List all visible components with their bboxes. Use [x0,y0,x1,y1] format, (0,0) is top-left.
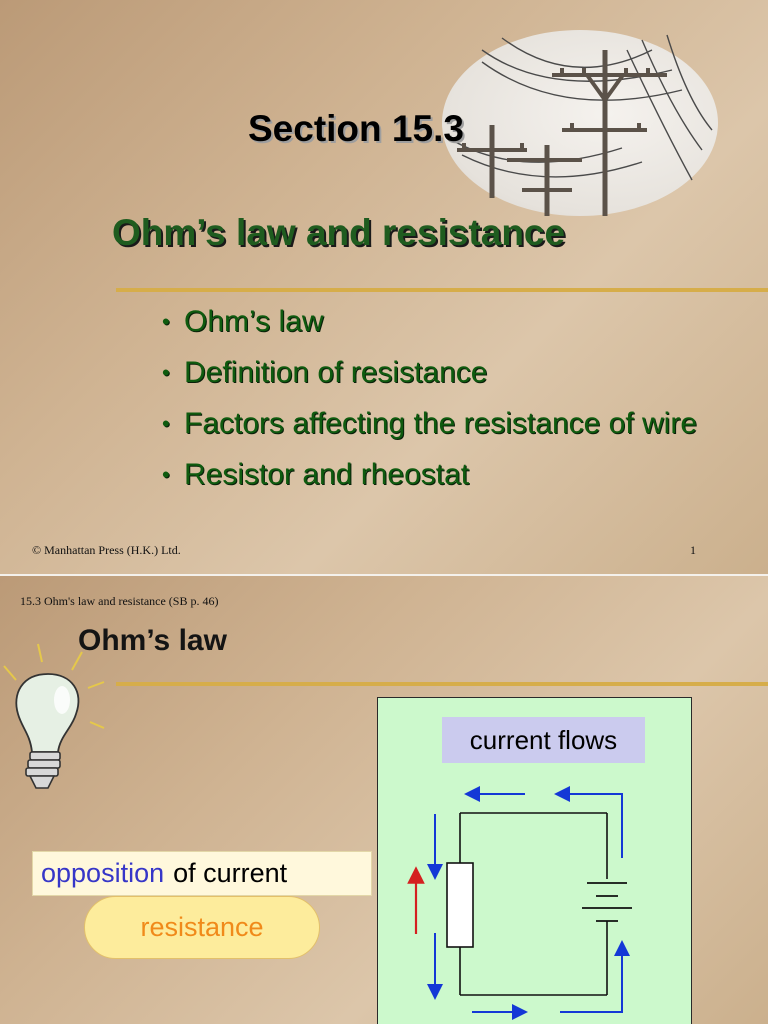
resistor-symbol [446,862,474,948]
list-item: • Definition of resistance [160,353,740,393]
list-item: • Ohm’s law [160,302,740,342]
section-title: Section 15.3 [248,108,464,149]
bullet-icon: • [162,309,170,334]
bullet-icon: • [162,411,170,436]
divider-rule [116,682,768,686]
topic-list: • Ohm’s law • Definition of resistance •… [160,302,740,506]
breadcrumb: 15.3 Ohm's law and resistance (SB p. 46) [20,594,219,608]
opposition-rest: of current [173,858,288,888]
opposition-highlight: opposition [41,858,165,888]
list-item: • Resistor and rheostat [160,455,740,495]
copyright-text: © Manhattan Press (H.K.) Ltd. [32,543,181,557]
page-number: 1 [690,543,696,557]
slide-2: 15.3 Ohm's law and resistance (SB p. 46)… [0,576,768,1024]
power-lines-background [442,30,718,216]
light-bulb-icon [3,643,105,789]
list-item: • Factors affecting the resistance of wi… [160,404,740,444]
list-item-text: Resistor and rheostat [184,458,470,491]
circuit-diagram-icon [407,786,632,1020]
slide-heading: Ohm’s law and resistance [112,212,566,253]
list-item-text: Definition of resistance [184,356,488,389]
bullet-icon: • [162,360,170,385]
list-item-text: Ohm’s law [184,305,324,338]
current-flows-label: current flows [442,717,645,763]
slide-1: Section 15.3 Ohm’s law and resistance • … [0,0,768,574]
opposition-of-current-box: opposition of current [32,851,372,896]
resistance-badge: resistance [84,896,320,959]
divider-rule [116,288,768,292]
list-item-text: Factors affecting the resistance of wire [184,407,698,440]
slide-title: Ohm’s law [78,624,227,657]
power-lines-icon [451,34,713,216]
bullet-icon: • [162,462,170,487]
